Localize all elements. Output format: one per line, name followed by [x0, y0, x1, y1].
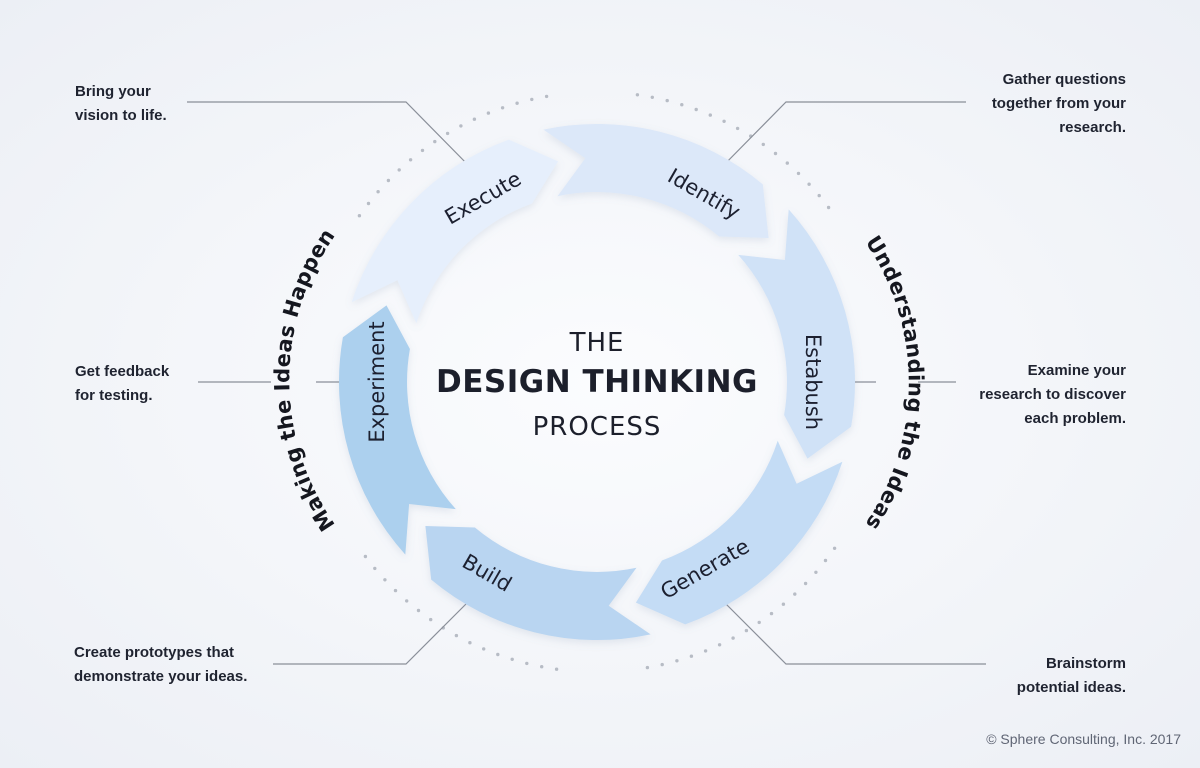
ring-dot	[454, 633, 459, 638]
ring-dot	[757, 620, 761, 625]
title-prefix: THE	[569, 328, 625, 358]
ring-dot	[433, 139, 437, 144]
ring-dot	[832, 546, 837, 550]
ring-dot	[397, 168, 401, 172]
ring-dot	[416, 608, 421, 613]
segment-build	[635, 440, 843, 625]
dotted-outer-ring	[357, 93, 837, 671]
ring-dot	[486, 111, 491, 115]
ring-dot	[807, 182, 811, 186]
phase-label-left-path: Making the Ideas Happen	[270, 224, 339, 535]
ring-dot	[773, 151, 778, 156]
ring-dot	[665, 98, 669, 103]
ring-dot	[515, 101, 519, 105]
ring-dot	[500, 106, 505, 110]
ring-dot	[376, 190, 380, 194]
ring-dot	[366, 201, 371, 206]
ring-dot	[744, 628, 749, 633]
phase-label-left: Making the Ideas Happen	[270, 224, 340, 535]
ring-dot	[826, 205, 831, 210]
ring-dot	[525, 661, 529, 666]
ring-dot	[472, 117, 477, 121]
description-experiment: Get feedback for testing.	[75, 363, 170, 404]
ring-dot	[459, 124, 463, 128]
ring-dot	[635, 93, 640, 97]
ring-dot	[445, 131, 450, 136]
ring-dot	[694, 107, 698, 112]
ring-dot	[660, 662, 664, 667]
ring-dot	[420, 148, 425, 153]
ring-dot	[785, 161, 789, 165]
ring-dot	[510, 657, 514, 661]
stage-label-experiment: Experiment	[365, 321, 389, 442]
ring-dot	[761, 142, 765, 147]
ring-dot	[823, 558, 828, 563]
ring-dot	[645, 665, 650, 670]
description-execute: Bring your vision to life.	[75, 83, 167, 124]
segment-identify	[351, 139, 559, 324]
ring-dot	[393, 588, 398, 593]
segment-experiment	[425, 526, 651, 641]
ring-dot	[496, 652, 500, 657]
ring-dot	[357, 214, 362, 218]
ring-dot	[373, 566, 377, 571]
ring-dot	[408, 158, 413, 162]
description-establish: Examine your research to discover each p…	[979, 362, 1126, 427]
description-build: Create prototypes that demonstrate your …	[74, 644, 248, 685]
ring-dot	[708, 113, 712, 117]
ring-dot	[803, 581, 808, 586]
ring-dot	[383, 578, 387, 582]
connector-execute	[187, 101, 476, 173]
connector-generate	[716, 594, 986, 665]
ring-dot	[482, 647, 486, 651]
phase-label-right: Understanding the Ideas	[861, 231, 928, 534]
ring-dot	[717, 643, 722, 647]
ring-dot	[703, 649, 708, 653]
segment-generate	[738, 209, 856, 459]
ring-dot	[769, 611, 774, 616]
ring-dot	[722, 119, 726, 124]
ring-dot	[817, 193, 821, 198]
ring-dot	[680, 103, 684, 107]
ring-dot	[675, 659, 679, 663]
ring-dot	[540, 665, 544, 669]
connector-build	[273, 594, 476, 665]
ring-dot	[429, 617, 433, 622]
ring-dot	[405, 599, 409, 603]
ring-dot	[386, 178, 391, 183]
page-title: DESIGN THINKING	[436, 364, 758, 400]
segment-establish	[543, 123, 769, 238]
ring-dot	[814, 570, 818, 574]
process-ring	[338, 123, 856, 641]
description-generate: Brainstorm potential ideas.	[1016, 655, 1126, 696]
description-identify: Gather questions together from your rese…	[991, 71, 1126, 136]
connector-identify	[716, 101, 966, 173]
ring-dot	[363, 554, 368, 559]
stage-label-establish: Estabush	[801, 334, 825, 430]
ring-dot	[650, 95, 654, 100]
segment-execute	[338, 305, 456, 555]
ring-dot	[530, 97, 534, 102]
ring-dot	[793, 592, 797, 596]
ring-dot	[796, 171, 801, 176]
ring-dot	[731, 636, 735, 640]
ring-dot	[544, 94, 549, 99]
phase-label-right-path: Understanding the Ideas	[861, 231, 928, 534]
ring-dot	[781, 602, 786, 606]
connector-lines	[187, 101, 986, 665]
title-suffix: PROCESS	[532, 412, 662, 442]
ring-dot	[689, 654, 694, 658]
copyright-notice: © Sphere Consulting, Inc. 2017	[986, 731, 1181, 747]
ring-dot	[554, 667, 559, 671]
ring-dot	[468, 641, 472, 645]
ring-dot	[735, 126, 740, 131]
